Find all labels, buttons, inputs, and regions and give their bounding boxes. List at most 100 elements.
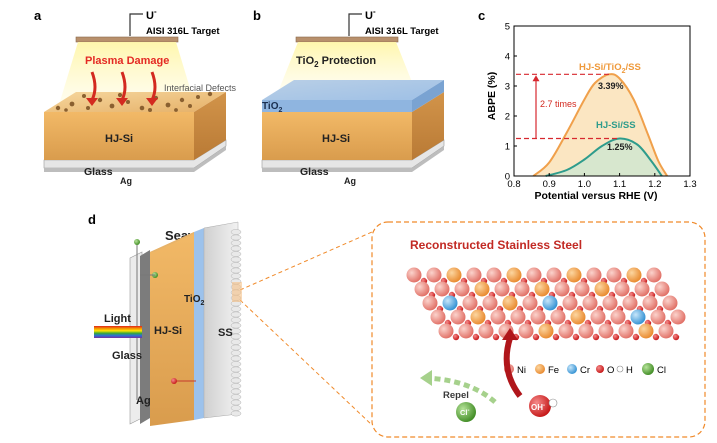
hjsi-front-face [262, 112, 412, 160]
ni-atom [486, 267, 502, 283]
ni-atom [578, 323, 594, 339]
h-atom [677, 332, 681, 336]
ss-bump [230, 322, 242, 329]
ss-bump [230, 245, 242, 252]
fe-atom [626, 267, 642, 283]
ss-bump [230, 251, 242, 257]
ni-atom [642, 295, 658, 311]
ni-atom [510, 309, 526, 325]
panel-d-zoom: Reconstructed Stainless Steel Ni Fe Cr O… [371, 221, 706, 438]
ss-bump [230, 355, 242, 362]
glass-label: Glass [84, 166, 113, 178]
light-label: Light [104, 313, 131, 325]
ratio-arrowhead [532, 75, 540, 82]
tio2-top-face [262, 80, 444, 100]
tio2-layer-label: TiO2 [262, 101, 282, 114]
y-axis-label: ABPE (%) [486, 72, 498, 120]
ni-atom [634, 281, 650, 297]
ss-bump [230, 339, 242, 345]
attract-arrowhead [502, 328, 518, 340]
damage-arrowheads [86, 98, 158, 106]
ni-atom [602, 295, 618, 311]
ss-bump [230, 311, 242, 318]
peak-label-bottom: 1.25% [607, 142, 633, 152]
zoom-line-top [239, 231, 373, 291]
ni-atom [490, 309, 506, 325]
fe-atom [506, 267, 522, 283]
cr-atom [542, 295, 558, 311]
legend-o-label: O [607, 365, 614, 376]
zoom-region [232, 282, 242, 302]
y-tick-label: 5 [505, 22, 510, 33]
ni-atom [554, 281, 570, 297]
ni-atom [562, 295, 578, 311]
ss-bump [230, 229, 242, 235]
hjsi-label: HJ-Si [105, 133, 133, 145]
hjsi-body [150, 232, 194, 426]
ni-atom [646, 267, 662, 283]
ni-atom [494, 281, 510, 297]
repel-arrow [425, 375, 497, 404]
zoom-line-bottom [239, 299, 373, 426]
ni-atom [582, 295, 598, 311]
cr-atom [630, 309, 646, 325]
ss-bump [230, 344, 242, 351]
tio2-protection-label: TiO2 Protection [296, 55, 376, 69]
ni-atom [610, 309, 626, 325]
cr-atom [442, 295, 458, 311]
element-legend: Ni Fe Cr O H Cl [504, 363, 666, 376]
ni-atom [650, 309, 666, 325]
ss-bump [230, 306, 242, 312]
ss-bump [230, 240, 242, 246]
cl-ion-label: Cl- [460, 408, 470, 417]
ion-marker-top [134, 239, 140, 245]
ni-atom [598, 323, 614, 339]
fe-atom [474, 281, 490, 297]
voltage-label: U- [146, 7, 157, 22]
voltage-wire [129, 13, 143, 36]
ni-atom [462, 295, 478, 311]
ni-atom [422, 295, 438, 311]
ag-back-layer [140, 250, 150, 424]
ni-atom [618, 323, 634, 339]
ss-bump [230, 273, 242, 279]
sputtering-target [295, 36, 399, 43]
damage-arrows [90, 71, 157, 101]
tio2-layer [194, 228, 204, 420]
hjsi-label: HJ-Si [322, 133, 350, 145]
fe-atom [570, 309, 586, 325]
ni-atom [614, 281, 630, 297]
panel-c-letter: c [478, 8, 485, 23]
legend-fe-label: Fe [548, 365, 559, 376]
o-atom [672, 333, 680, 341]
legend-h-label: H [626, 365, 633, 376]
legend-h-ball [616, 365, 624, 373]
ni-atom [654, 281, 670, 297]
series-label-hjsi-tio2-ss: HJ-Si/TiO2/SS [579, 62, 641, 75]
o-atom [492, 333, 500, 341]
voltage-label: U- [365, 7, 376, 22]
ss-bump [230, 410, 242, 417]
o-atom [532, 333, 540, 341]
repel-label: Repel [443, 390, 469, 401]
attract-arrow [503, 337, 523, 398]
ni-atom [466, 267, 482, 283]
ss-bump [230, 366, 242, 373]
ss-bump [230, 328, 242, 334]
fe-atom [534, 281, 550, 297]
o-atom [452, 333, 460, 341]
ni-atom [414, 281, 430, 297]
ss-bump [230, 383, 242, 389]
legend-cr-ball [567, 364, 577, 374]
ratio-label: 2.7 times [540, 99, 577, 109]
o-atom [612, 333, 620, 341]
ss-bump [230, 405, 242, 411]
ni-atom [590, 309, 606, 325]
ni-atom [550, 309, 566, 325]
ni-atom [406, 267, 422, 283]
ni-atom [518, 323, 534, 339]
panel-d-letter: d [88, 212, 96, 227]
ni-atom [482, 295, 498, 311]
o-atom [472, 333, 480, 341]
